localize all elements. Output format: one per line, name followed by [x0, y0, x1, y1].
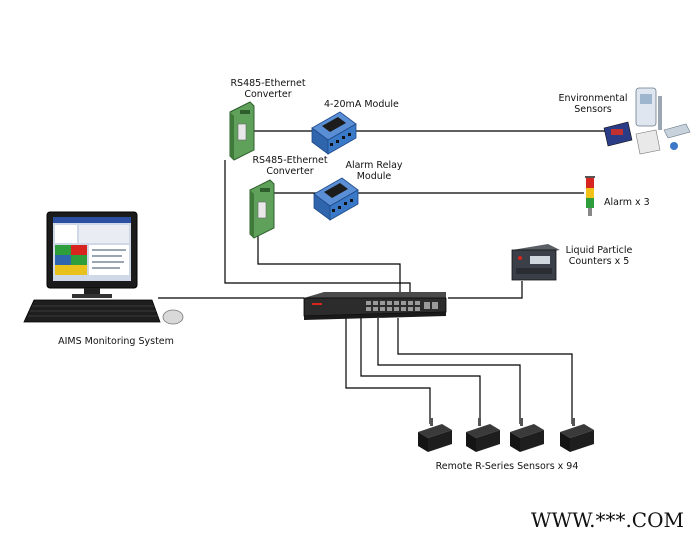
remote-sensor-4	[560, 418, 594, 452]
module-4-20ma	[311, 111, 357, 155]
label-environmental-line1: Environmental	[558, 93, 627, 104]
environmental-sensors	[603, 87, 691, 155]
ethernet-switch	[303, 292, 447, 320]
alarm-relay-module	[313, 177, 359, 221]
label-alarm: Alarm x 3	[604, 197, 650, 208]
label-converter-2-line1: RS485-Ethernet	[252, 155, 327, 166]
wire-sensor-2	[360, 318, 481, 424]
wire-sensor-3	[377, 318, 521, 424]
remote-sensor-2	[466, 418, 500, 452]
remote-sensor-1	[418, 418, 452, 452]
aims-computer	[23, 211, 184, 325]
alarm-tower	[585, 176, 595, 216]
remote-sensors	[418, 418, 594, 452]
label-liquid-line2: Counters x 5	[569, 256, 630, 267]
remote-sensor-3	[510, 418, 544, 452]
wire-converter2-switch	[257, 236, 401, 296]
label-alarm-relay-line1: Alarm Relay	[345, 160, 402, 171]
label-alarm-relay-line2: Module	[357, 171, 392, 182]
label-converter-2-line2: Converter	[266, 166, 313, 177]
label-4-20ma-module: 4-20mA Module	[324, 99, 399, 110]
liquid-particle-counter	[511, 244, 560, 281]
label-liquid-line1: Liquid Particle	[566, 245, 633, 256]
wire-sensor-4	[397, 318, 573, 424]
label-remote-sensors: Remote R-Series Sensors x 94	[436, 461, 579, 472]
rs485-converter-2	[249, 179, 275, 239]
watermark: WWW.***.COM	[531, 508, 684, 532]
label-converter-1-line2: Converter	[244, 89, 291, 100]
label-converter-1-line1: RS485-Ethernet	[230, 78, 305, 89]
rs485-converter-1	[229, 101, 255, 161]
wire-sensor-1	[345, 318, 431, 424]
label-aims: AIMS Monitoring System	[58, 336, 174, 347]
wire-converter1-switch	[224, 160, 411, 296]
wire-switch-liquid	[448, 281, 523, 299]
label-environmental-line2: Sensors	[574, 104, 612, 115]
